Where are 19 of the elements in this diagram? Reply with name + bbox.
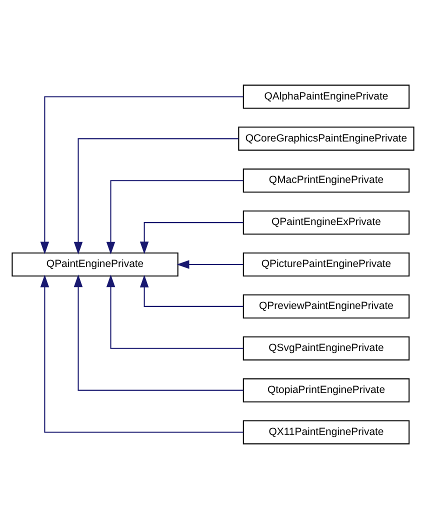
node-box: QPaintEngineExPrivate — [242, 210, 410, 234]
node-box: QSvgPaintEnginePrivate — [242, 336, 410, 360]
arrow — [140, 274, 244, 306]
node-box: QAlphaPaintEnginePrivate — [242, 84, 410, 108]
arrow — [40, 96, 244, 254]
node-box: QCoreGraphicsPaintEnginePrivate — [238, 126, 414, 150]
arrow — [106, 180, 244, 254]
arrow — [74, 274, 244, 390]
node-box: QPicturePaintEnginePrivate — [242, 252, 410, 276]
arrow — [40, 274, 244, 432]
arrow — [140, 222, 244, 254]
arrow — [74, 138, 238, 254]
node-box: QPreviewPaintEnginePrivate — [242, 294, 410, 318]
arrow — [176, 260, 244, 268]
node-box: QtopiaPrintEnginePrivate — [242, 378, 410, 402]
arrow — [106, 274, 244, 348]
node-box: QMacPrintEnginePrivate — [242, 168, 410, 192]
node-box: QX11PaintEnginePrivate — [242, 420, 410, 444]
node-box: QPaintEnginePrivate — [12, 252, 178, 276]
